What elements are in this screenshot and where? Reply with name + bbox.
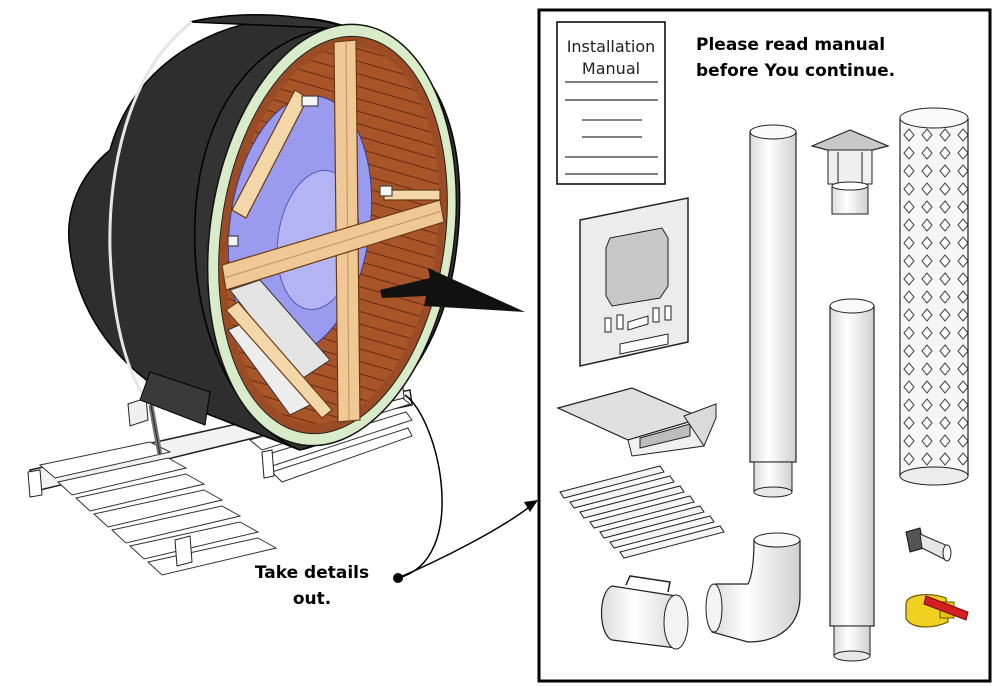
take-details-callout: Take details out.	[255, 394, 538, 609]
manual-title-line-1: Installation	[567, 37, 656, 56]
wooden-cross-frame	[221, 39, 445, 423]
barrel-sauna	[27, 14, 525, 576]
stove-grate	[559, 465, 725, 559]
hose-fitting	[905, 527, 952, 562]
chimney-rain-cap	[810, 129, 890, 215]
notice-line-2: before You continue.	[696, 61, 895, 81]
ball-valve	[905, 594, 969, 628]
installation-manual: Installation Manual	[556, 21, 666, 185]
manual-title-line-2: Manual	[582, 59, 640, 78]
chimney-pipe-short	[829, 298, 875, 662]
pointer-arrow	[380, 268, 525, 312]
callout-line-1: Take details	[255, 563, 369, 583]
perforated-stone-guard	[899, 107, 969, 486]
stove-front-plate	[579, 197, 689, 367]
elbow-pipe	[705, 532, 801, 643]
chimney-pipe-long	[749, 124, 797, 498]
ash-tray	[556, 387, 717, 457]
water-tank	[601, 575, 689, 650]
notice-line-1: Please read manual	[696, 35, 885, 55]
parts-panel: Installation Manual Please read manual b…	[537, 8, 992, 683]
callout-line-2: out.	[293, 589, 331, 609]
